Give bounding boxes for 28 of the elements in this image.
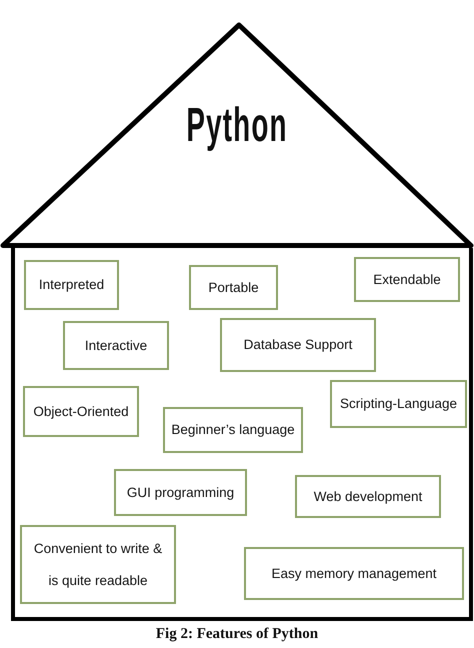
feature-label: Database Support: [244, 336, 352, 354]
feature-label: Beginner’s language: [171, 421, 295, 440]
feature-label: GUI programming: [126, 484, 234, 502]
feature-box: [354, 257, 460, 302]
feature-label: Portable: [208, 278, 259, 297]
feature-box: [24, 260, 119, 310]
feature-box: [220, 318, 376, 372]
feature-box: [295, 475, 441, 518]
feature-label: Scripting-Language: [340, 395, 458, 414]
feature-box: [114, 469, 247, 516]
feature-box: [163, 407, 303, 453]
house-roof: [0, 20, 474, 249]
feature-label: Object-Oriented: [33, 402, 129, 421]
feature-box: [244, 547, 464, 600]
feature-box: [330, 380, 467, 428]
feature-box: [23, 386, 139, 437]
feature-label: Interpreted: [38, 276, 104, 294]
feature-label: Easy memory management: [271, 564, 437, 583]
feature-label: Extendable: [373, 270, 441, 289]
feature-box: [20, 525, 176, 604]
roof-label: Python: [186, 102, 288, 150]
feature-box: [63, 321, 169, 370]
feature-label: Web development: [314, 488, 422, 506]
feature-label: Interactive: [84, 336, 148, 355]
feature-label: Convenient to write & is quite readable: [32, 540, 164, 590]
house-body: [11, 248, 473, 621]
figure-caption: Fig 2: Features of Python: [156, 626, 318, 643]
feature-box: [189, 265, 278, 310]
